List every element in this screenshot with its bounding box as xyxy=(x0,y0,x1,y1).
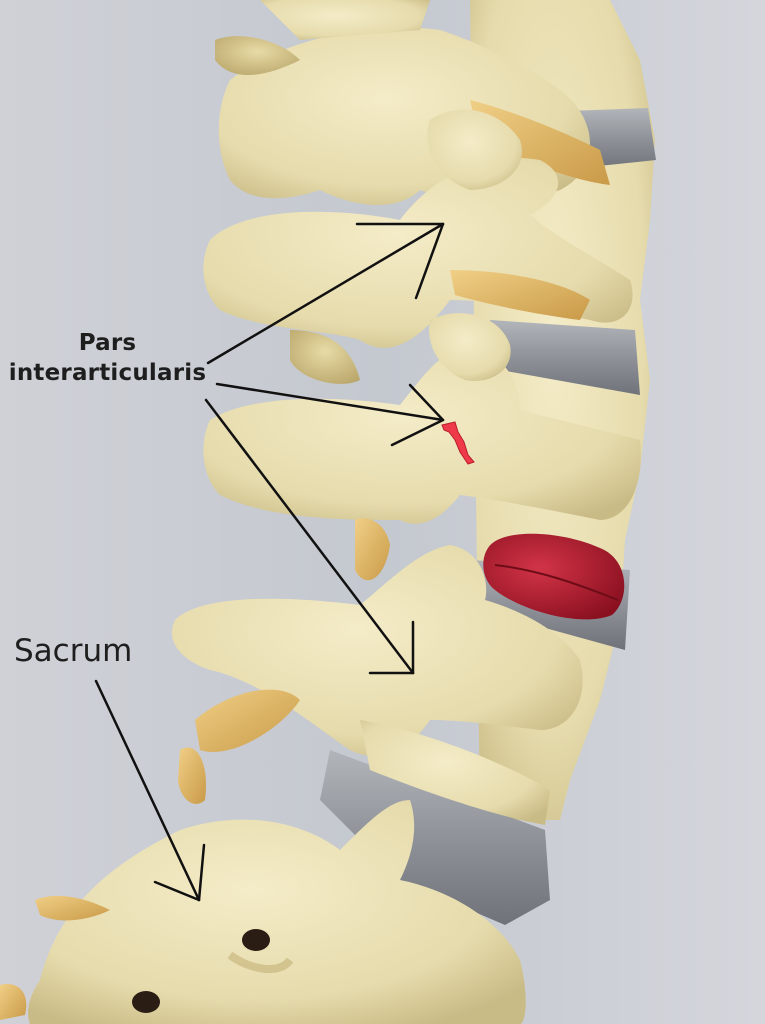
sacrum-label: Sacrum xyxy=(14,633,133,669)
pars-defect-mark xyxy=(441,421,475,465)
vertebra-3 xyxy=(203,313,641,581)
vertebra-4 xyxy=(171,545,583,825)
pars-interarticularis-label: Pars interarticularis xyxy=(0,328,215,388)
pars-label-line2: interarticularis xyxy=(8,360,207,386)
pars-label-line1: Pars xyxy=(78,330,137,356)
sacrum xyxy=(0,800,526,1024)
disc-5 xyxy=(320,750,550,925)
sacral-foramen-2 xyxy=(132,991,160,1013)
annotation-arrows xyxy=(94,222,445,902)
disc-2 xyxy=(490,320,640,395)
sacral-foramen-1 xyxy=(242,929,270,951)
vertebra-2 xyxy=(203,109,633,384)
